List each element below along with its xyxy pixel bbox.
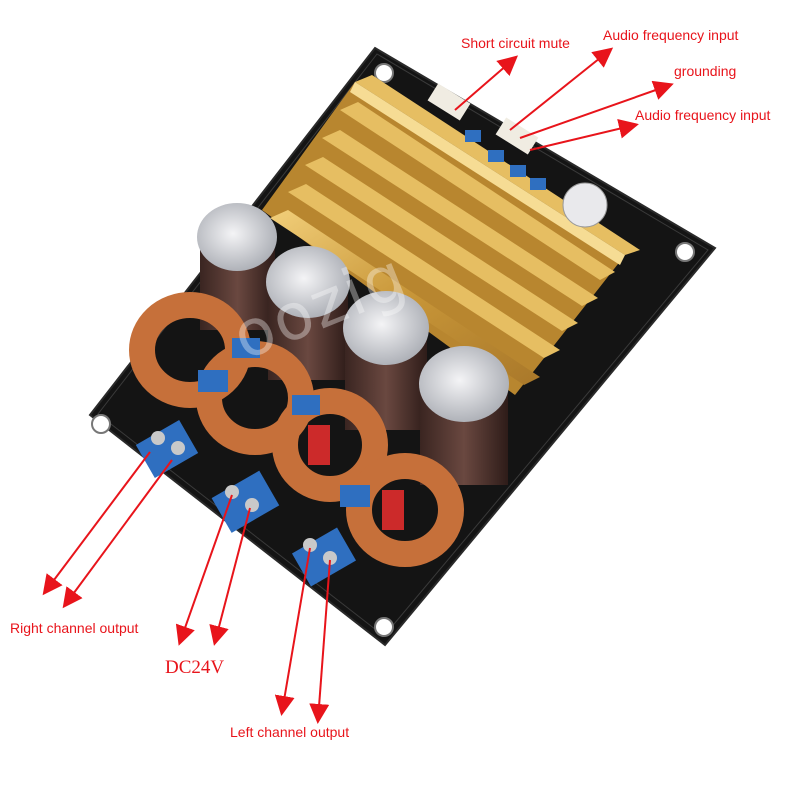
blue-cap (465, 130, 481, 142)
label-left-channel-output: Left channel output (230, 724, 350, 740)
label-audio-input-1: Audio frequency input (603, 27, 739, 43)
mount-hole (374, 617, 394, 637)
audio-input-connector (495, 117, 539, 155)
label-short-circuit-mute: Short circuit mute (461, 35, 570, 51)
mute-connector (427, 83, 471, 121)
annotation-arrows (42, 47, 674, 724)
mount-hole (91, 414, 111, 434)
label-audio-input-2: Audio frequency input (635, 107, 771, 123)
mount-hole (675, 242, 695, 262)
input-connectors (427, 83, 608, 228)
terminals (135, 420, 357, 587)
film-caps (198, 338, 370, 507)
right-output-terminal (135, 420, 199, 478)
blue-cap (488, 150, 504, 162)
heatsink (262, 75, 640, 395)
left-output-terminal (291, 527, 357, 587)
mount-hole (374, 63, 394, 83)
blue-cap (530, 178, 546, 190)
label-dc24v: DC24V (165, 657, 225, 678)
label-grounding: grounding (674, 63, 737, 79)
blue-cap (510, 165, 526, 177)
label-right-channel-output: Right channel output (10, 620, 139, 636)
small-capacitor (562, 182, 608, 228)
dc24v-terminal (211, 470, 280, 533)
